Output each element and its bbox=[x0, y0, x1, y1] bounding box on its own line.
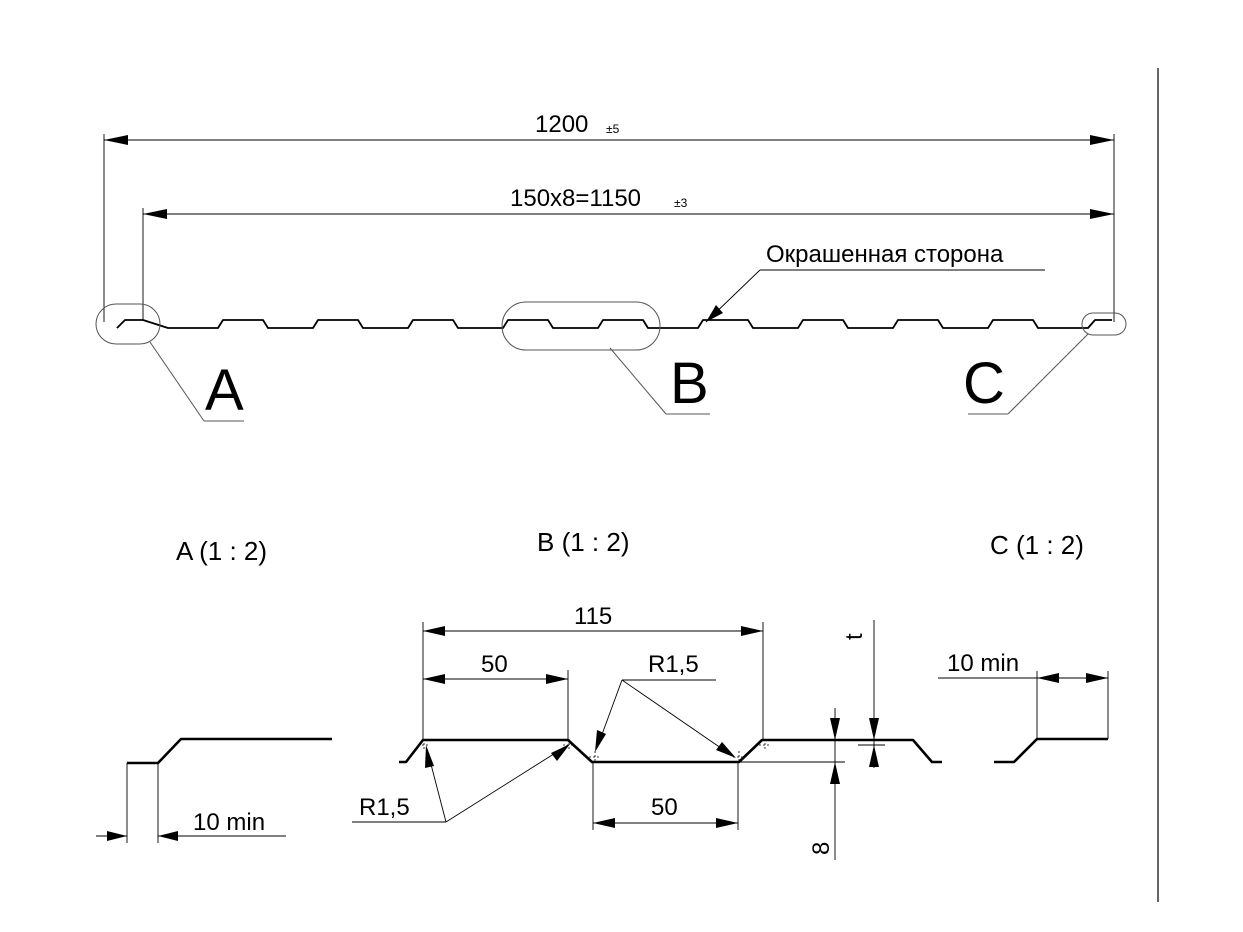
painted-side-label: Окрашенная сторона bbox=[766, 241, 1004, 268]
pitch-dimension: 150x8=1150 ±3 bbox=[142, 185, 1114, 320]
detail-b-radius-right-label: R1,5 bbox=[648, 651, 699, 678]
callout-c: C bbox=[963, 312, 1127, 416]
detail-b-radius-left-label: R1,5 bbox=[359, 794, 410, 821]
detail-b-title: B (1 : 2) bbox=[537, 527, 629, 557]
detail-c-title: C (1 : 2) bbox=[990, 530, 1084, 560]
sheet-profile bbox=[116, 319, 1112, 329]
detail-b-thickness-label: t bbox=[841, 633, 868, 640]
detail-b: 115 50 50 R1,5 R1,5 t bbox=[352, 603, 942, 860]
detail-b-50-top-label: 50 bbox=[481, 651, 508, 678]
detail-a-profile bbox=[127, 737, 332, 765]
detail-c-profile bbox=[994, 737, 1108, 764]
callout-a: A bbox=[95, 303, 244, 423]
pitch-dimension-label: 150x8=1150 bbox=[510, 185, 641, 212]
callout-c-letter: C bbox=[963, 351, 1005, 416]
detail-b-height-label: 8 bbox=[808, 842, 835, 855]
overall-width-tolerance: ±5 bbox=[606, 122, 620, 136]
detail-b-profile bbox=[399, 738, 942, 764]
pitch-dimension-tolerance: ±3 bbox=[674, 196, 688, 210]
detail-c-min-label: 10 min bbox=[947, 650, 1019, 677]
callout-a-letter: A bbox=[205, 358, 244, 423]
callout-b-letter: B bbox=[670, 351, 709, 416]
detail-b-115-label: 115 bbox=[574, 603, 612, 630]
detail-c: 10 min bbox=[938, 650, 1109, 764]
detail-a-title: A (1 : 2) bbox=[176, 536, 267, 566]
detail-a-min-label: 10 min bbox=[193, 809, 265, 836]
detail-b-50-bottom-label: 50 bbox=[651, 794, 678, 821]
overall-width-label: 1200 bbox=[535, 111, 588, 138]
painted-side-leader: Окрашенная сторона bbox=[705, 241, 1045, 323]
overall-width-dimension: 1200 ±5 bbox=[103, 111, 1115, 322]
callout-b: B bbox=[501, 301, 710, 416]
detail-a: 10 min bbox=[96, 737, 332, 843]
